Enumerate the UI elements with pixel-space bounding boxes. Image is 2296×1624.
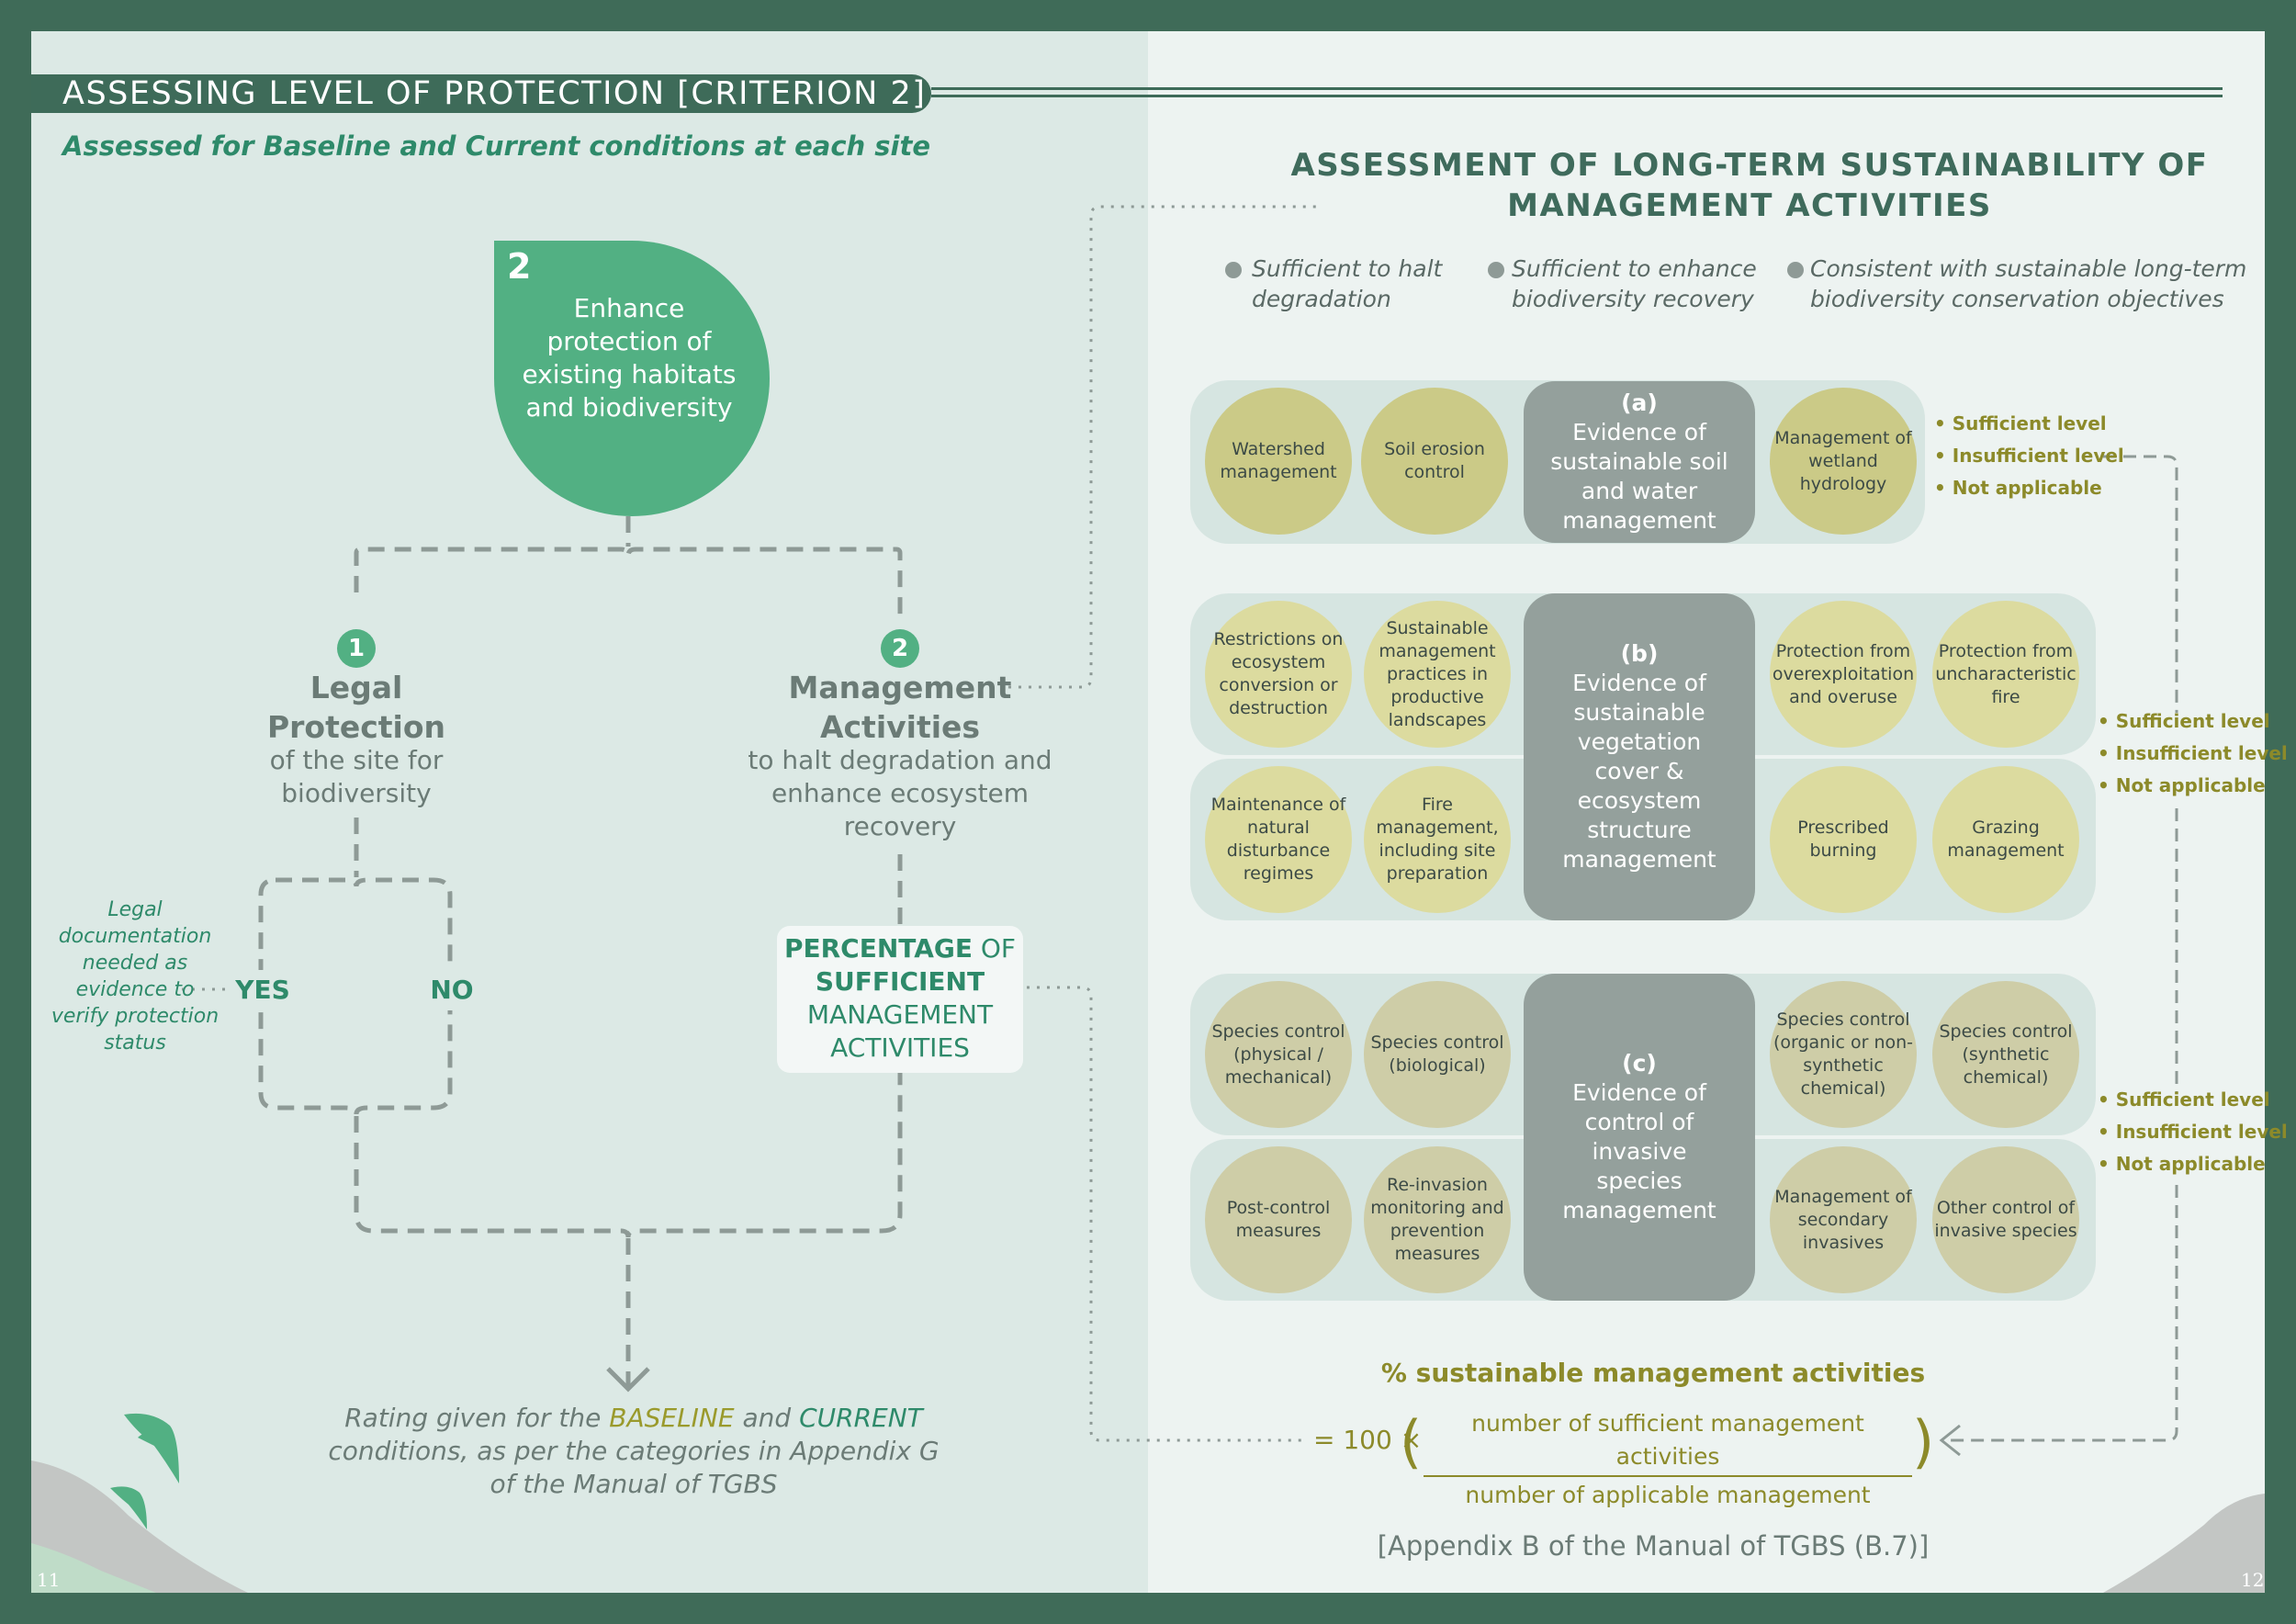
criterion-1: Sufficient to halt degradation [1252, 255, 1443, 312]
dashed-level-connector [2103, 455, 2178, 713]
fraction-line [1424, 1475, 1912, 1477]
activity-circle: Protection from overexploitation and ove… [1770, 601, 1917, 748]
activity-circle: Other control of invasive species [1932, 1146, 2079, 1293]
page-subtitle: Assessed for Baseline and Current condit… [62, 130, 931, 162]
rating-part1: Rating given for the [344, 1403, 602, 1433]
criterion-2: Sufficient to enhance biodiversity recov… [1512, 255, 1757, 312]
formula-fraction: number of sufficient management activiti… [1424, 1407, 1912, 1512]
arrow-down-icon [606, 1367, 650, 1393]
connector-yes-no-box [258, 877, 453, 1115]
connector-top-branch [354, 547, 903, 617]
hill-left-green [31, 1543, 156, 1593]
percentage-word: PERCENTAGE [783, 933, 973, 964]
no-label: NO [419, 970, 485, 1010]
objective-drop [494, 241, 770, 516]
management-activities-title: Management Activities [788, 670, 1012, 745]
group-c-letter: (c) [1622, 1050, 1657, 1077]
group-b-box: (b) Evidence of sustainable vegetation c… [1524, 593, 1755, 920]
assessment-title: ASSESSMENT OF LONG-TERM SUSTAINABILITY O… [1290, 147, 2209, 224]
activity-circle: Maintenance of natural disturbance regim… [1205, 766, 1352, 913]
activity-circle: Soil erosion control [1361, 388, 1508, 535]
group-c-levels: • Sufficient level • Insufficient level … [2098, 1088, 2288, 1175]
formula-paren-left: ( [1400, 1408, 1423, 1475]
activity-circle: Fire management, including site preparat… [1364, 766, 1511, 913]
management-activities-words: MANAGEMENT ACTIVITIES [806, 999, 994, 1063]
criteria-dot-icon [1488, 262, 1504, 278]
group-c-label: Evidence of control of invasive species … [1562, 1079, 1716, 1224]
criterion-3: Consistent with sustainable long-term bi… [1810, 255, 2247, 312]
title-rule [931, 95, 2223, 97]
arrow-left-icon [1939, 1424, 1961, 1457]
legal-protection-desc: of the site for biodiversity [269, 745, 444, 808]
title-rule [931, 87, 2223, 90]
page-number-left: 11 [37, 1569, 61, 1591]
yes-label: YES [230, 970, 296, 1010]
criteria-dot-icon [1787, 262, 1804, 278]
dashed-level-connector [1947, 1185, 2178, 1442]
bird-icon [110, 1486, 147, 1529]
activity-circle: Re-invasion monitoring and prevention me… [1364, 1146, 1511, 1293]
group-a-box: (a) Evidence of sustainable soil and wat… [1524, 381, 1755, 543]
rating-part2: conditions, as per the categories in App… [328, 1436, 940, 1499]
hill-left [31, 1460, 248, 1593]
percentage-box [777, 926, 1023, 1073]
activity-circle: Post-control measures [1205, 1146, 1352, 1293]
activity-circle: Management of wetland hydrology [1770, 388, 1917, 535]
legal-documentation-note: Legal documentation needed as evidence t… [51, 898, 219, 1054]
appendix-reference: [Appendix B of the Manual of TGBS (B.7)] [1377, 1530, 1930, 1562]
bird-icon [138, 1431, 167, 1447]
rating-baseline: BASELINE [609, 1403, 735, 1433]
activity-circle: Species control (organic or non-syntheti… [1770, 981, 1917, 1128]
connector-legal-bottom [354, 1073, 903, 1238]
group-c-box: (c) Evidence of control of invasive spec… [1524, 974, 1755, 1301]
activity-circle: Restrictions on ecosystem conversion or … [1205, 601, 1352, 748]
activity-circle: Grazing management [1932, 766, 2079, 913]
rating-and: and [742, 1403, 792, 1433]
page-title: ASSESSING LEVEL OF PROTECTION [CRITERION… [62, 75, 927, 112]
hill-right [2103, 1494, 2265, 1593]
formula-paren-right: ) [1912, 1408, 1935, 1475]
activity-circle: Protection from uncharacteristic fire [1932, 601, 2079, 748]
group-b-levels: • Sufficient level • Insufficient level … [2098, 710, 2288, 796]
formula-numerator: number of sufficient management activiti… [1471, 1410, 1864, 1470]
group-a-levels: • Sufficient level • Insufficient level … [1934, 412, 2124, 499]
criteria-dot-icon [1225, 262, 1242, 278]
activity-circle: Species control (biological) [1364, 981, 1511, 1128]
of-word: OF [980, 933, 1017, 964]
activity-circle: Species control (synthetic chemical) [1932, 981, 2079, 1128]
dotted-link-formula [1027, 986, 1302, 1442]
group-b-letter: (b) [1620, 640, 1659, 667]
formula-title: % sustainable management activities [1380, 1358, 1926, 1388]
percentage-box-text: PERCENTAGE OF SUFFICIENT MANAGEMENT ACTI… [777, 932, 1023, 1065]
activity-circle: Management of secondary invasives [1770, 1146, 1917, 1293]
activity-circle: Prescribed burning [1770, 766, 1917, 913]
management-number-badge: 2 [881, 629, 919, 668]
objective-number: 2 [507, 246, 532, 287]
bird-icon [124, 1413, 179, 1483]
objective-text: Enhance protection of existing habitats … [522, 293, 737, 423]
page-number-right: 12 [2241, 1569, 2265, 1591]
legal-number-badge: 1 [337, 629, 376, 668]
group-b-label: Evidence of sustainable vegetation cover… [1562, 670, 1716, 873]
group-a-letter: (a) [1621, 389, 1658, 416]
activity-circle: Watershed management [1205, 388, 1352, 535]
activity-circle: Sustainable management practices in prod… [1364, 601, 1511, 748]
formula-denominator: number of applicable management [1465, 1482, 1871, 1508]
title-bar [31, 74, 931, 113]
rating-text: Rating given for the BASELINE and CURREN… [312, 1402, 955, 1501]
group-a-label: Evidence of sustainable soil and water m… [1550, 419, 1728, 534]
formula-prefix: = 100 × [1313, 1425, 1423, 1455]
sufficient-word: SUFFICIENT [815, 966, 985, 997]
activity-circle: Species control (physical / mechanical) [1205, 981, 1352, 1128]
management-activities-desc: to halt degradation and enhance ecosyste… [748, 745, 1052, 841]
rating-current: CURRENT [799, 1403, 923, 1433]
legal-protection-title: Legal Protection [266, 670, 446, 745]
